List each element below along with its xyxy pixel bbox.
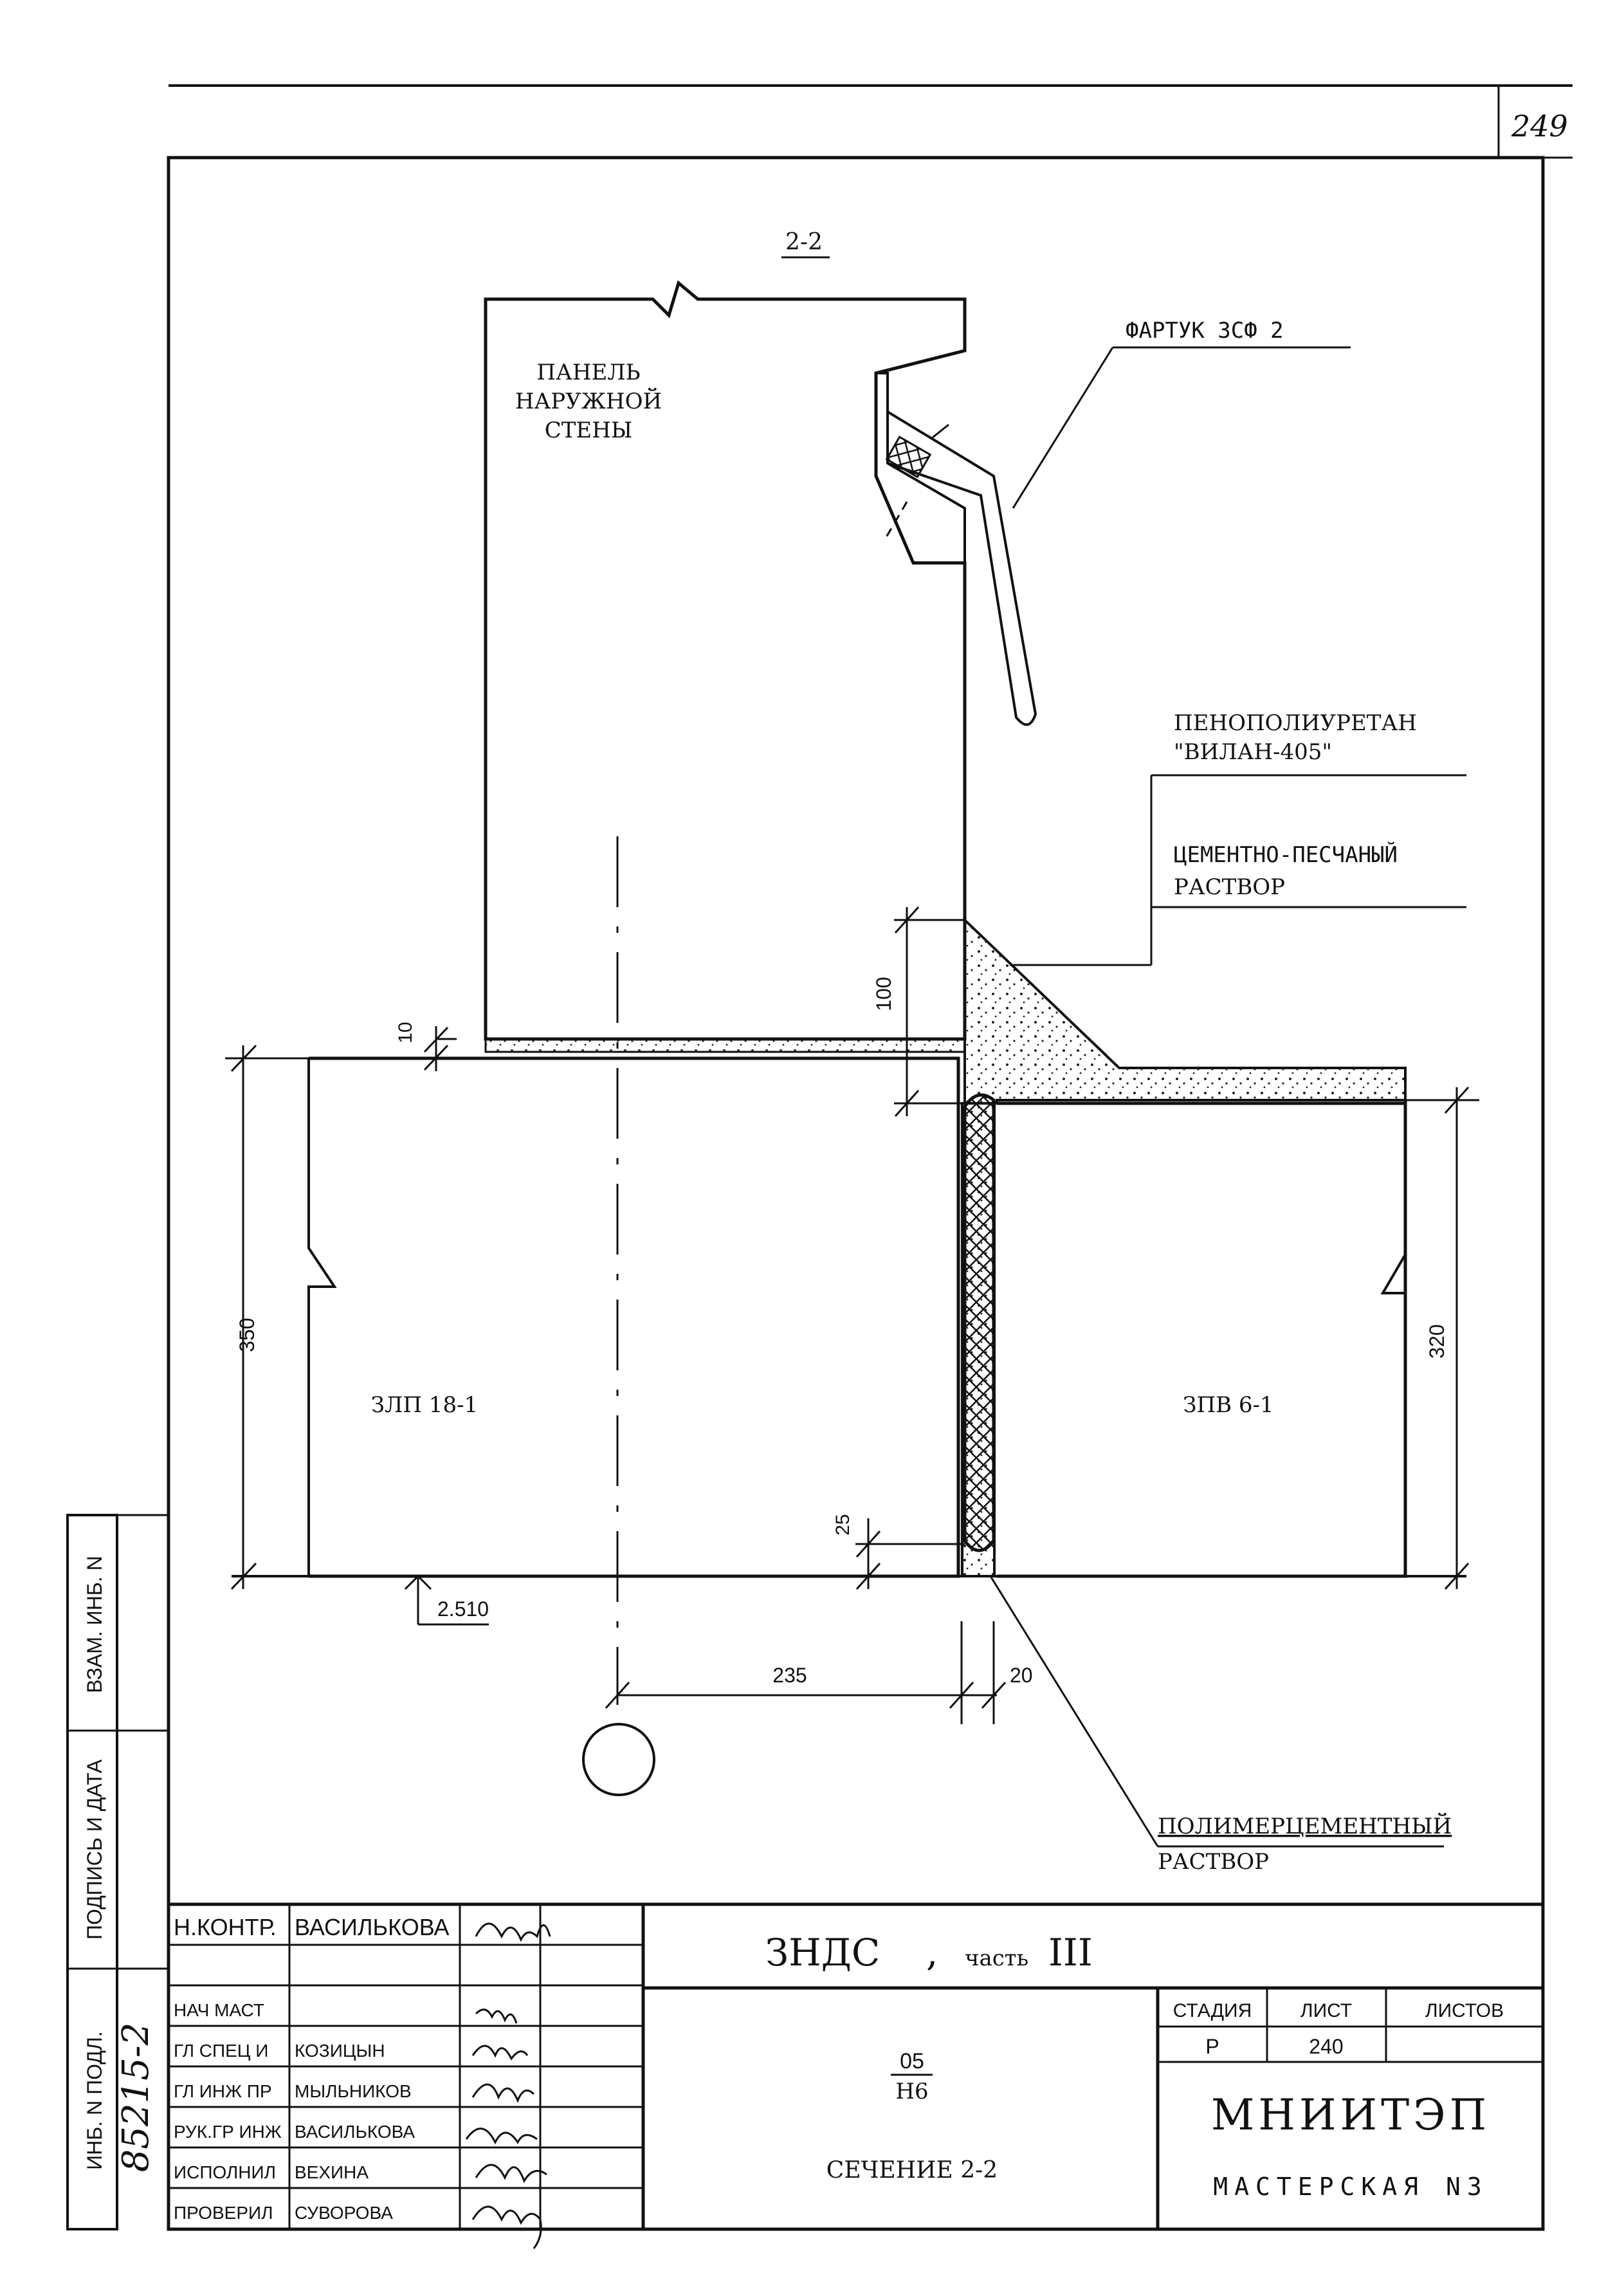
panel-label-2: НАРУЖНОЙ — [515, 387, 662, 414]
staff-name-6: ВЕХИНА — [295, 2162, 369, 2182]
foam-label-2: "ВИЛАН-405" — [1174, 739, 1332, 765]
title-block — [169, 1902, 1543, 2229]
apron-fixing — [885, 436, 932, 479]
code-top: 05 — [900, 2049, 924, 2073]
dim-100-tick-bottom — [894, 1089, 920, 1117]
fartuk-label: ФАРТУК ЗСФ 2 — [1126, 318, 1284, 344]
dim-100-label: 100 — [872, 977, 895, 1011]
dim-25-label: 25 — [832, 1514, 853, 1535]
polymer-label-1: ПОЛИМЕРЦЕМЕНТНЫЙ — [1158, 1812, 1452, 1839]
header-sheets: ЛИСТОВ — [1425, 2000, 1504, 2021]
side-stamp-cell-3: ИНБ. N ПОДЛ. — [83, 2031, 106, 2170]
dim-235-tick-left — [605, 1681, 630, 1709]
dim-350-tick-bottom — [230, 1562, 257, 1590]
corner-number: 249 — [1511, 109, 1568, 143]
dim-10-tick-top — [423, 1026, 449, 1053]
staff-role-6: ИСПОЛНИЛ — [174, 2162, 276, 2182]
staff-name-5: ВАСИЛЬКОВА — [295, 2122, 415, 2142]
left-slab-break — [307, 1058, 337, 1576]
apron-axis-tick — [932, 423, 949, 439]
dim-25-tick-top — [855, 1530, 881, 1558]
side-stamp-handwritten: 85215-2 — [115, 2023, 157, 2173]
dim-20-label: 20 — [1010, 1664, 1033, 1687]
workshop-name: МАСТЕРСКАЯ N3 — [1213, 2173, 1488, 2201]
staff-role-0: Н.КОНТР. — [174, 1914, 277, 1940]
mortar-label-2: РАСТВОР — [1174, 874, 1285, 900]
value-sheet: 240 — [1309, 2035, 1343, 2058]
project-part: III — [1048, 1931, 1093, 1974]
code-bottom: Н6 — [895, 2079, 928, 2104]
header-stage: СТАДИЯ — [1173, 2000, 1252, 2021]
signatures — [465, 1922, 551, 2249]
left-slab — [309, 1056, 960, 1578]
dim-25-tick-bottom — [855, 1562, 881, 1590]
apron-fartuk — [886, 410, 1037, 726]
mortar-wedge — [963, 917, 1407, 1105]
sheet-frame — [167, 156, 1545, 2231]
dim-235-label: 235 — [772, 1664, 807, 1687]
axis-marker — [582, 1723, 655, 1796]
dim-320-tick-top — [1444, 1086, 1470, 1114]
staff-name-7: СУВОРОВА — [295, 2203, 393, 2223]
corner-box — [1497, 86, 1573, 159]
dim-350-tick-top — [230, 1044, 257, 1072]
dim-10-tick-bottom — [423, 1044, 449, 1071]
staff-name-3: КОЗИЦЫН — [295, 2041, 385, 2061]
left-element-label: ЗЛП 18-1 — [371, 1392, 478, 1418]
side-stamp-cell-2: ПОДПИСЬ И ДАТА — [83, 1759, 106, 1940]
right-slab-break — [1380, 1103, 1407, 1576]
dim-320-tick-bottom — [1444, 1562, 1470, 1590]
foam-label-1: ПЕНОПОЛИУРЕТАН — [1174, 710, 1417, 736]
right-element-label: ЗПВ 6-1 — [1183, 1392, 1273, 1418]
staff-role-5: РУК.ГР ИНЖ — [174, 2122, 282, 2142]
panel-label-3: СТЕНЫ — [545, 418, 633, 443]
org-name: МНИИТЭП — [1211, 2090, 1490, 2140]
panel-label-1: ПАНЕЛЬ — [536, 360, 640, 385]
project-title: ЗНДС — [765, 1931, 880, 1974]
staff-role-2: НАЧ МАСТ — [174, 2000, 264, 2020]
staff-name-4: МЫЛЬНИКОВ — [295, 2081, 412, 2101]
dim-350-label: 350 — [235, 1318, 259, 1352]
dim-100-tick-top — [894, 906, 920, 934]
staff-role-7: ПРОВЕРИЛ — [174, 2203, 273, 2223]
level-label: 2.510 — [437, 1597, 489, 1621]
dim-320-label: 320 — [1425, 1324, 1448, 1358]
mortar-bed-left — [484, 1038, 966, 1053]
dim-20-tick-right — [981, 1681, 1007, 1709]
foam-gasket — [963, 1093, 996, 1552]
value-stage: Р — [1205, 2035, 1219, 2058]
section-mark: 2-2 — [785, 229, 823, 255]
sheet-title: СЕЧЕНИЕ 2-2 — [826, 2157, 998, 2184]
apron-axis — [883, 501, 908, 541]
polymer-leader — [989, 1576, 1159, 1847]
right-slab — [997, 1100, 1407, 1578]
level-arrow — [404, 1574, 432, 1590]
apron-leader — [1012, 347, 1114, 509]
staff-role-3: ГЛ СПЕЦ И — [174, 2041, 268, 2061]
project-part-prefix: часть — [965, 1945, 1028, 1971]
mortar-wedge-inner-line — [970, 925, 1108, 1056]
project-comma: , — [926, 1931, 938, 1974]
dim-235-tick-right — [949, 1681, 974, 1709]
side-stamp-cell-1: ВЗАМ. ИНБ. N — [83, 1556, 106, 1693]
staff-role-4: ГЛ ИНЖ ПР — [174, 2081, 272, 2101]
staff-name-0: ВАСИЛЬКОВА — [295, 1914, 450, 1940]
mortar-label-1: ЦЕМЕНТНО-ПЕСЧАНЫЙ — [1174, 841, 1398, 868]
dim-10-label: 10 — [395, 1022, 416, 1043]
header-sheet: ЛИСТ — [1300, 2000, 1352, 2021]
polymer-label-2: РАСТВОР — [1158, 1849, 1269, 1875]
